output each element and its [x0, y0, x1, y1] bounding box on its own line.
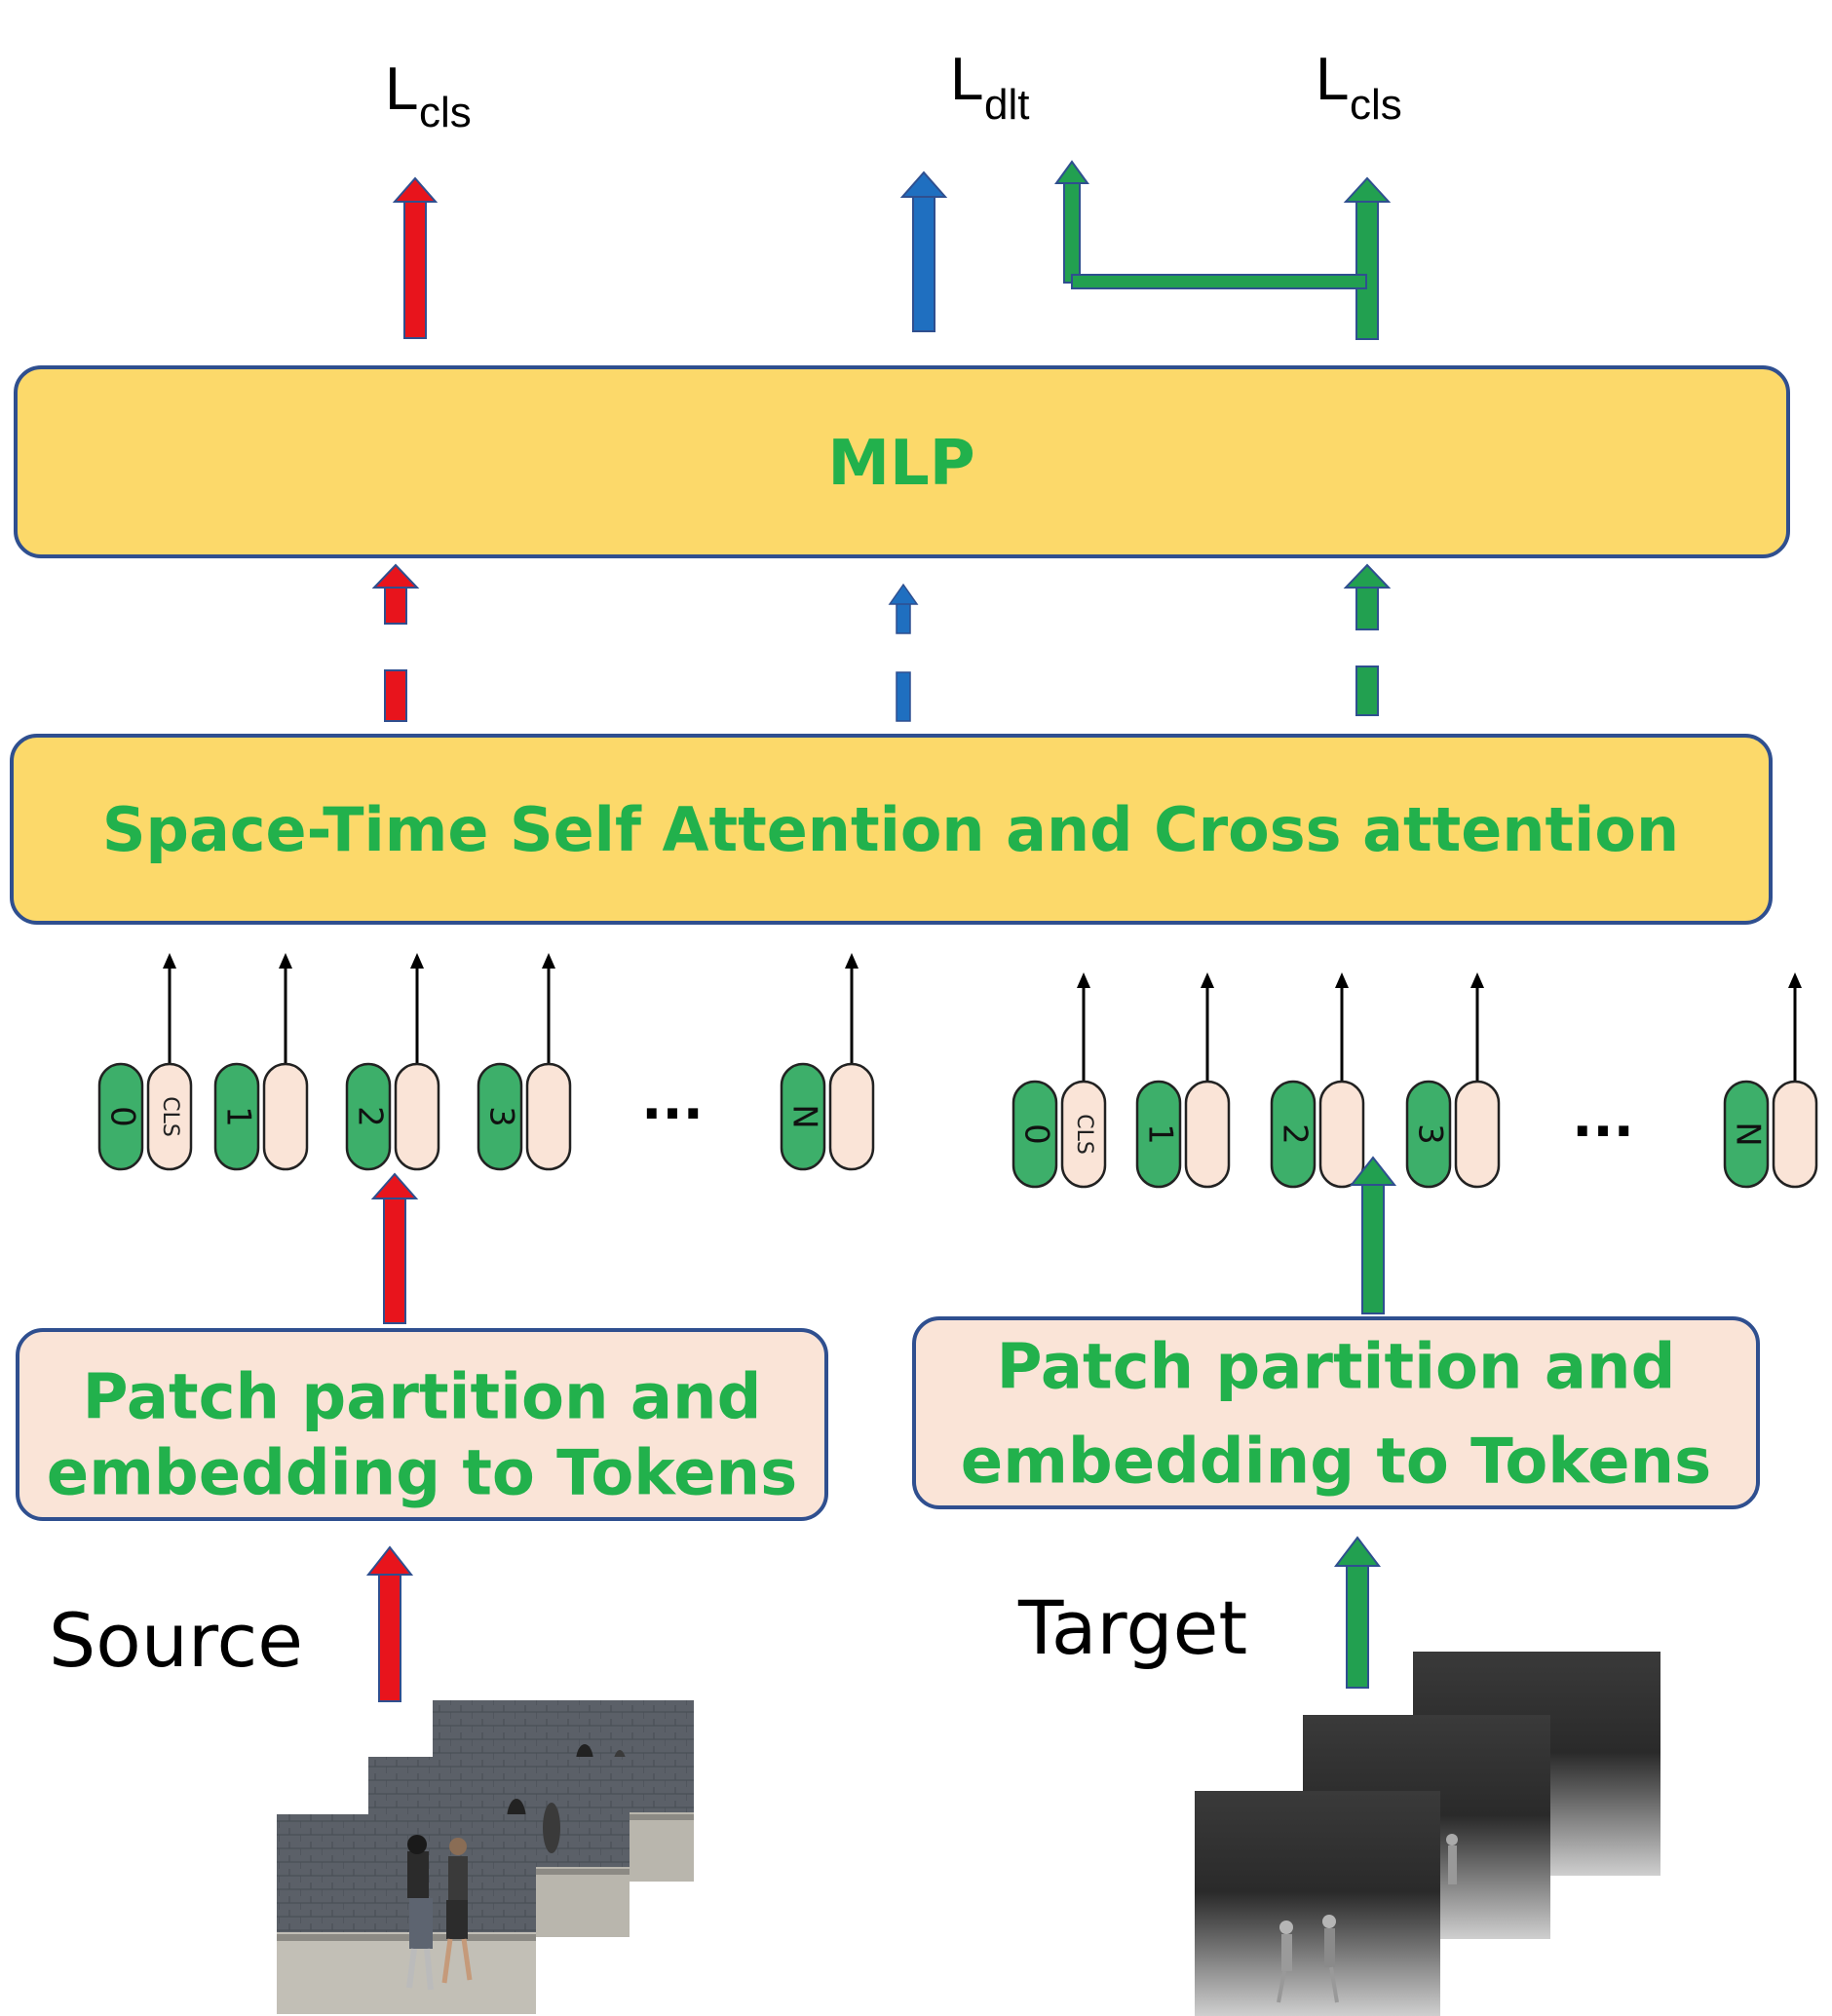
target-token-embed-pill — [1318, 1080, 1365, 1189]
loss-cls-source-sub: cls — [419, 89, 472, 136]
source-token-index-pill — [345, 1062, 392, 1171]
loss-cls-target-sub: cls — [1350, 81, 1402, 129]
target-token-embed-pill — [1184, 1080, 1231, 1189]
source-token-embed-pill — [262, 1062, 309, 1171]
arrow-source-input — [365, 1545, 414, 1702]
arrow-mlp-to-cls-target — [1343, 176, 1392, 340]
source-token-embed-pill — [828, 1062, 875, 1171]
source-token-index-pill — [97, 1062, 144, 1171]
token-row-target: 0 CLS 1 2 3 N — [1011, 972, 1818, 1189]
loss-cls-source: L cls — [385, 56, 472, 136]
target-token-arrowhead — [1335, 972, 1349, 988]
source-token-pair: 2 — [345, 953, 440, 1171]
arrow-patch-to-tokens-source — [370, 1172, 419, 1324]
loss-dlt: L dlt — [950, 46, 1029, 129]
target-token-arrowhead — [1470, 972, 1484, 988]
target-token-embed-pill — [1454, 1080, 1501, 1189]
source-token-index-pill — [780, 1062, 826, 1171]
token-ellipsis-target: ... — [1572, 1086, 1634, 1150]
patch-block-target: Patch partition and embedding to Tokens — [912, 1316, 1760, 1509]
source-token-arrowhead — [410, 953, 424, 969]
arrow-target-input — [1333, 1536, 1382, 1689]
loss-cls-target: L cls — [1316, 46, 1402, 129]
source-token-pair: N — [780, 953, 875, 1171]
target-token-arrowhead — [1788, 972, 1802, 988]
source-token-embed-pill — [146, 1062, 193, 1171]
patch-target-line1: Patch partition and — [997, 1332, 1676, 1404]
target-token-pair: 1 — [1135, 972, 1231, 1189]
target-label: Target — [1017, 1584, 1247, 1671]
source-label: Source — [49, 1597, 303, 1684]
source-frame-1 — [277, 1814, 536, 2014]
arrow-attention-to-mlp-source — [371, 563, 420, 722]
arrow-target-branch-to-dlt — [1054, 160, 1367, 289]
target-token-pair: 3 — [1405, 972, 1501, 1189]
source-token-pair: 0 CLS — [97, 953, 193, 1171]
arrow-patch-to-tokens-target — [1349, 1156, 1397, 1314]
source-token-index-label: 3 — [482, 1106, 521, 1127]
target-token-index-pill — [1270, 1080, 1317, 1189]
target-token-index-label: 3 — [1411, 1123, 1450, 1145]
source-cls-token-label: CLS — [158, 1096, 182, 1137]
patch-source-line1: Patch partition and — [83, 1362, 762, 1434]
source-token-arrowhead — [542, 953, 555, 969]
target-cls-token-label: CLS — [1072, 1114, 1096, 1155]
target-token-embed-pill — [1772, 1080, 1818, 1189]
source-token-arrowhead — [279, 953, 292, 969]
loss-dlt-sub: dlt — [984, 81, 1029, 129]
target-token-index-label: 0 — [1017, 1123, 1056, 1145]
target-token-pair: N — [1723, 972, 1818, 1189]
target-token-index-pill — [1723, 1080, 1770, 1189]
target-token-index-pill — [1135, 1080, 1182, 1189]
target-frame-1 — [1195, 1791, 1440, 2016]
loss-cls-source-main: L — [385, 56, 418, 123]
source-token-pair: 3 — [477, 953, 572, 1171]
loss-dlt-main: L — [950, 46, 983, 113]
target-token-index-label: 1 — [1141, 1123, 1180, 1145]
arrow-mlp-to-dlt — [899, 171, 948, 332]
source-token-embed-pill — [394, 1062, 440, 1171]
target-token-index-label: 2 — [1276, 1123, 1315, 1145]
source-token-index-pill — [477, 1062, 523, 1171]
source-token-index-label: 2 — [351, 1106, 390, 1127]
target-token-pair: 0 CLS — [1011, 972, 1107, 1189]
source-token-embed-pill — [525, 1062, 572, 1171]
source-token-arrowhead — [845, 953, 859, 969]
patch-block-source: Patch partition and embedding to Tokens — [16, 1328, 828, 1521]
loss-cls-target-main: L — [1316, 46, 1349, 113]
target-token-index-label: N — [1729, 1122, 1768, 1146]
patch-source-line2: embedding to Tokens — [47, 1438, 797, 1510]
source-token-index-label: 1 — [219, 1106, 258, 1127]
target-video-frames — [1195, 1652, 1660, 2016]
attention-block: Space-Time Self Attention and Cross atte… — [10, 734, 1773, 925]
target-token-index-pill — [1011, 1080, 1058, 1189]
patch-target-line2: embedding to Tokens — [961, 1426, 1711, 1499]
source-token-arrowhead — [163, 953, 176, 969]
target-token-arrowhead — [1201, 972, 1214, 988]
target-token-index-pill — [1405, 1080, 1452, 1189]
attention-label: Space-Time Self Attention and Cross atte… — [102, 794, 1679, 865]
source-token-index-label: 0 — [103, 1106, 142, 1127]
target-token-embed-pill — [1060, 1080, 1107, 1189]
arrow-mlp-to-cls-source — [392, 176, 439, 339]
token-ellipsis-source: ... — [641, 1069, 704, 1132]
arrow-attention-to-mlp-target — [1343, 563, 1392, 716]
source-token-index-label: N — [785, 1104, 824, 1128]
source-video-frames — [277, 1700, 694, 2014]
target-token-arrowhead — [1077, 972, 1090, 988]
token-row-source: 0 CLS 1 2 3 N — [97, 953, 875, 1171]
arrow-attention-to-mlp-middle — [888, 583, 919, 722]
mlp-label: MLP — [827, 428, 974, 500]
source-token-index-pill — [213, 1062, 260, 1171]
target-token-pair: 2 — [1270, 972, 1365, 1189]
mlp-block: MLP — [14, 365, 1790, 558]
source-token-pair: 1 — [213, 953, 309, 1171]
